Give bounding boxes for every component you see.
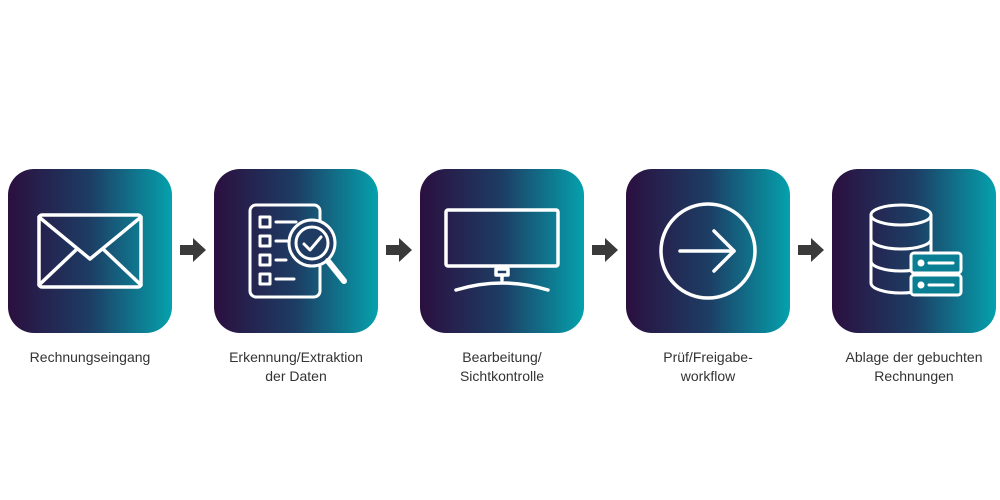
step-label: Prüf/Freigabe- workflow [663, 349, 753, 384]
step-archive-invoices: Ablage der gebuchten Rechnungen [832, 169, 996, 384]
step-editing-review: Bearbeitung/ Sichtkontrolle [420, 169, 584, 384]
flow-arrow-icon [798, 238, 824, 262]
flow-arrow-icon [386, 238, 412, 262]
step-invoice-receipt: Rechnungseingang [8, 169, 172, 365]
database-server-icon [869, 203, 963, 297]
arrow-circle-icon [659, 202, 757, 300]
step-approval-workflow: Prüf/Freigabe- workflow [626, 169, 790, 384]
step-tile [626, 169, 790, 333]
flow-arrow-icon [592, 238, 618, 262]
checklist-magnifier-icon [248, 203, 347, 299]
envelope-icon [37, 213, 143, 289]
monitor-icon [444, 208, 560, 292]
step-tile [214, 169, 378, 333]
step-label: Bearbeitung/ Sichtkontrolle [459, 349, 545, 384]
step-label: Ablage der gebuchten Rechnungen [845, 349, 983, 384]
step-tile [832, 169, 996, 333]
flow-arrow-icon [180, 238, 206, 262]
step-label: Erkennung/Extraktion der Daten [229, 349, 363, 384]
step-label: Rechnungseingang [29, 349, 151, 365]
step-tile [8, 169, 172, 333]
step-recognition-extraction: Erkennung/Extraktion der Daten [214, 169, 378, 384]
step-tile [420, 169, 584, 333]
